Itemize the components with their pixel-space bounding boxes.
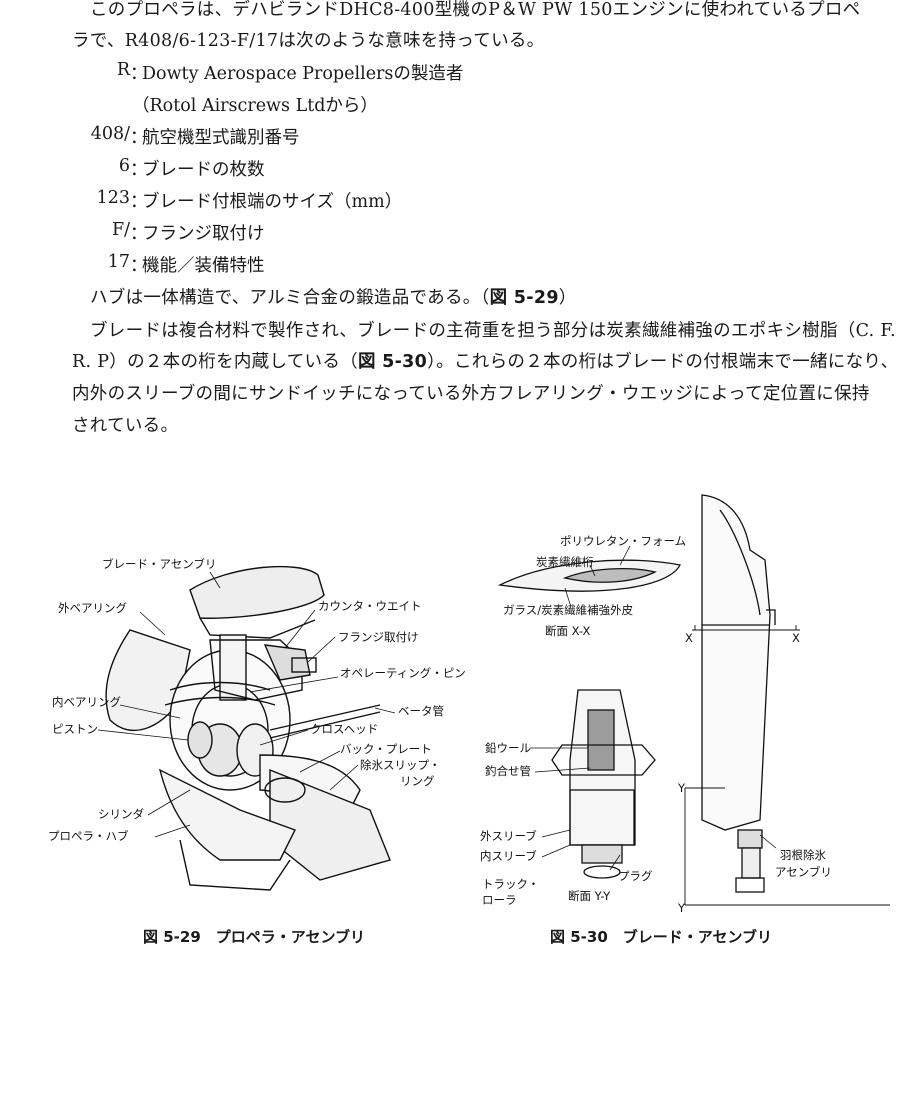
definition-row: R ： Dowty Aerospace Propellersの製造者 xyxy=(0,60,920,84)
definition-value: ブレード付根端のサイズ（mm） xyxy=(142,192,403,212)
label-track-roller-2: ローラ xyxy=(482,893,517,907)
blade-paragraph-line-1: ブレードは複合材料で製作され、ブレードの主荷重を担う部分は炭素繊維補強のエポキシ… xyxy=(90,321,896,341)
label-outer-sleeve: 外スリーブ xyxy=(480,829,537,843)
leader-lines xyxy=(97,571,396,838)
label-back-plate: バック・プレート xyxy=(340,742,432,756)
definition-row: 123 ： ブレード付根端のサイズ（mm） xyxy=(0,188,920,212)
label-root-deice-1: 羽根除氷 xyxy=(780,848,826,862)
label-deice-slip-ring-2: リング xyxy=(400,774,435,788)
definition-row: 6 ： ブレードの枚数 xyxy=(0,156,920,180)
label-glass-skin: ガラス/炭素繊維補強外皮 xyxy=(503,603,634,617)
definition-key: R xyxy=(116,60,130,80)
label-lead-wool: 鉛ウール xyxy=(485,741,531,755)
definition-key: F/ xyxy=(111,220,130,240)
blade-assembly-figure: ポリウレタン・フォーム 炭素繊維桁 ガラス/炭素繊維補強外皮 断面 X-X X … xyxy=(480,494,890,915)
definition-row: F/ ： フランジ取付け xyxy=(0,220,920,244)
label-crosshead: クロスヘッド xyxy=(310,722,378,736)
figure-29-caption: 図 5-29 プロペラ・アセンブリ xyxy=(143,928,366,946)
label-blade-assembly: ブレード・アセンブリ xyxy=(102,557,216,571)
blade-paragraph-line-2: R. P）の２本の桁を内蔵している（図 5-30）。これらの２本の桁はブレードの… xyxy=(72,348,898,373)
label-piston: ピストン xyxy=(52,722,98,736)
hub-paragraph: ハブは一体構造で、アルミ合金の鍛造品である。（図 5-29） xyxy=(90,284,577,309)
propeller-assembly-figure: ブレード・アセンブリ 外ベアリング カウンタ・ウエイト フランジ取付け オペレー… xyxy=(48,557,466,891)
figure-reference: 図 5-29 xyxy=(489,288,559,308)
propeller-drawing xyxy=(105,565,391,891)
label-plug: プラグ xyxy=(618,869,653,883)
definition-key: 408/ xyxy=(90,124,130,144)
definition-sep: ： xyxy=(130,160,148,180)
figure-labels: ブレード・アセンブリ 外ベアリング カウンタ・ウエイト フランジ取付け オペレー… xyxy=(48,557,466,843)
definition-key: 6 xyxy=(118,156,130,176)
blade-paragraph-line-4: されている。 xyxy=(72,416,179,436)
label-balance-tube: 釣合せ管 xyxy=(485,764,531,778)
label-beta-tube: ベータ管 xyxy=(398,704,444,718)
x-mark-left: X xyxy=(685,631,693,645)
definition-value: ブレードの枚数 xyxy=(142,160,265,180)
label-polyurethane-foam: ポリウレタン・フォーム xyxy=(560,534,686,548)
definition-value: （Rotol Airscrews Ltdから） xyxy=(132,96,378,116)
intro-line-1: このプロペラは、デハビランドDHC8-400型機のP＆W PW 150エンジンに… xyxy=(90,0,861,20)
definition-key: 123 xyxy=(96,188,130,208)
hub-text: ハブは一体構造で、アルミ合金の鍛造品である。（ xyxy=(90,288,490,308)
label-root-deice-2: アセンブリ xyxy=(775,865,832,879)
definition-value: 航空機型式識別番号 xyxy=(142,128,300,148)
blade-drawing xyxy=(497,494,776,893)
definition-value: Dowty Aerospace Propellersの製造者 xyxy=(142,64,464,84)
label-propeller-hub: プロペラ・ハブ xyxy=(48,829,129,843)
x-mark-right: X xyxy=(792,631,800,645)
y-mark-lower: Y xyxy=(677,901,686,915)
blade-axis-lines xyxy=(684,625,890,906)
figure-reference: 図 5-30 xyxy=(357,352,428,372)
blade-text: R. P）の２本の桁を内蔵している（ xyxy=(72,352,358,372)
definition-value: 機能／装備特性 xyxy=(142,256,265,276)
y-mark-upper: Y xyxy=(677,781,686,795)
definition-key: 17 xyxy=(107,252,130,272)
figure-30-caption: 図 5-30 ブレード・アセンブリ xyxy=(550,928,773,946)
label-section-yy: 断面 Y-Y xyxy=(568,889,611,903)
hub-text-end: ） xyxy=(558,288,577,308)
blade-paragraph-line-3: 内外のスリーブの間にサンドイッチになっている外方フレアリング・ウエッジによって定… xyxy=(72,384,870,404)
label-flange-mount: フランジ取付け xyxy=(338,630,419,644)
label-inner-sleeve: 内スリーブ xyxy=(480,849,537,863)
label-counterweight: カウンタ・ウエイト xyxy=(318,599,422,613)
label-cylinder: シリンダ xyxy=(98,807,144,821)
definition-value: フランジ取付け xyxy=(142,224,265,244)
definition-sep: ： xyxy=(130,192,148,212)
leader-lines xyxy=(530,545,777,871)
definition-sep: ： xyxy=(130,64,148,84)
definition-row: 17 ： 機能／装備特性 xyxy=(0,252,920,276)
definition-row: （Rotol Airscrews Ltdから） xyxy=(0,92,920,116)
label-outer-bearing: 外ベアリング xyxy=(58,601,127,615)
definition-sep: ： xyxy=(130,128,148,148)
label-operating-pin: オペレーティング・ピン xyxy=(340,666,466,680)
definition-sep: ： xyxy=(130,256,148,276)
label-track-roller-1: トラック・ xyxy=(482,877,539,891)
label-inner-bearing: 内ベアリング xyxy=(52,695,121,709)
label-deice-slip-ring-1: 除氷スリップ・ xyxy=(360,758,441,772)
label-section-xx: 断面 X-X xyxy=(545,624,591,638)
definition-row: 408/ ： 航空機型式識別番号 xyxy=(0,124,920,148)
definition-sep: ： xyxy=(130,224,148,244)
intro-line-2: ラで、R408/6-123-F/17は次のような意味を持っている。 xyxy=(72,31,545,51)
figure-labels: ポリウレタン・フォーム 炭素繊維桁 ガラス/炭素繊維補強外皮 断面 X-X X … xyxy=(480,534,832,915)
label-carbon-spar: 炭素繊維桁 xyxy=(536,555,594,569)
blade-text-end: ）。これらの２本の桁はブレードの付根端末で一緒になり、 xyxy=(427,352,899,372)
